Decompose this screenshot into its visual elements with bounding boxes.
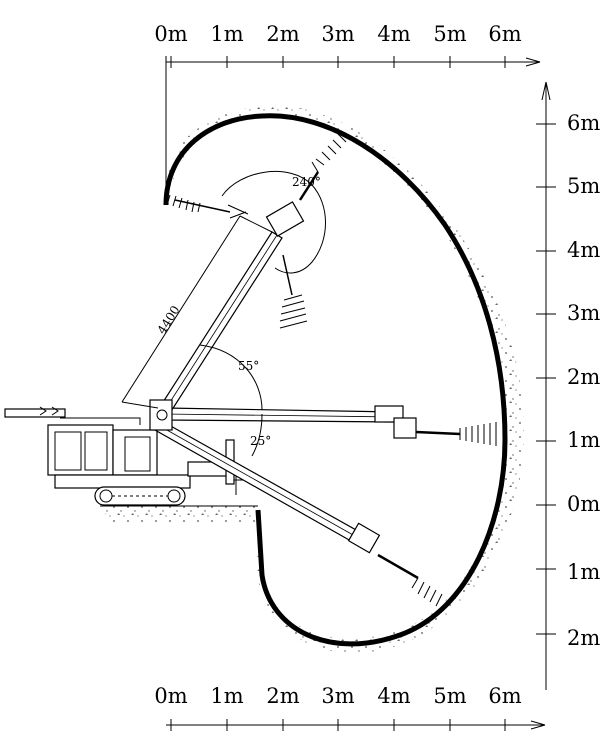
boom-pivot [149, 399, 173, 431]
right-tick-label-3m: 3m [567, 301, 600, 325]
track [94, 486, 186, 506]
top-tick-label-1: 1m [210, 22, 243, 46]
chassis [54, 474, 191, 489]
bottom-tick-label-0: 0m [154, 684, 187, 708]
bottom-scale: 0m 1m 2m 3m 4m 5m 6m [154, 684, 546, 731]
bottom-tick-label-2: 2m [266, 684, 299, 708]
spray-nozzle-icon [166, 133, 497, 607]
envelope-outline [163, 113, 508, 647]
angle-lower-arc [251, 413, 263, 457]
top-tick-label-4: 4m [377, 22, 410, 46]
right-tick-label-neg1m: 1m [567, 560, 600, 584]
right-scale-arrow-icon [541, 81, 551, 101]
top-tick-label-0: 0m [154, 22, 187, 46]
bottom-tick-label-1: 1m [210, 684, 243, 708]
top-scale-arrow-icon [525, 57, 541, 67]
top-tick-label-5: 5m [433, 22, 466, 46]
top-scale: 0m 1m 2m 3m 4m 5m 6m [154, 22, 541, 195]
right-tick-label-4m: 4m [567, 238, 600, 262]
top-tick-label-6: 6m [488, 22, 521, 46]
bottom-tick-label-6: 6m [488, 684, 521, 708]
boom-horizontal [164, 407, 396, 423]
right-tick-label-2m: 2m [567, 365, 600, 389]
rotation-arc [221, 171, 326, 274]
bottom-tick-label-3: 3m [321, 684, 354, 708]
bottom-tick-label-4: 4m [377, 684, 410, 708]
right-scale: 6m 5m 4m 3m 2m 1m 0m 1m 2m [536, 81, 600, 690]
bottom-tick-label-5: 5m [433, 684, 466, 708]
boom-length-label: 4400 [155, 303, 183, 336]
right-tick-label-5m: 5m [567, 174, 600, 198]
right-tick-label-1m: 1m [567, 428, 600, 452]
concrete-band [100, 105, 525, 654]
bottom-scale-arrow-icon [530, 720, 546, 730]
right-tick-label-6m: 6m [567, 111, 600, 135]
right-tick-label-0m: 0m [567, 492, 600, 516]
angle-upper-label: 55° [238, 359, 259, 373]
top-tick-label-2: 2m [266, 22, 299, 46]
boom-assembly [149, 171, 461, 580]
right-tick-label-neg2m: 2m [567, 626, 600, 650]
angle-lower-label: 25° [250, 434, 271, 448]
front-arm [4, 408, 66, 418]
rotation-label: 240° [292, 175, 321, 189]
machine-icon [4, 406, 235, 506]
boom-length-dimension [121, 215, 273, 409]
top-tick-label-3: 3m [321, 22, 354, 46]
angle-upper-arc [199, 344, 263, 411]
